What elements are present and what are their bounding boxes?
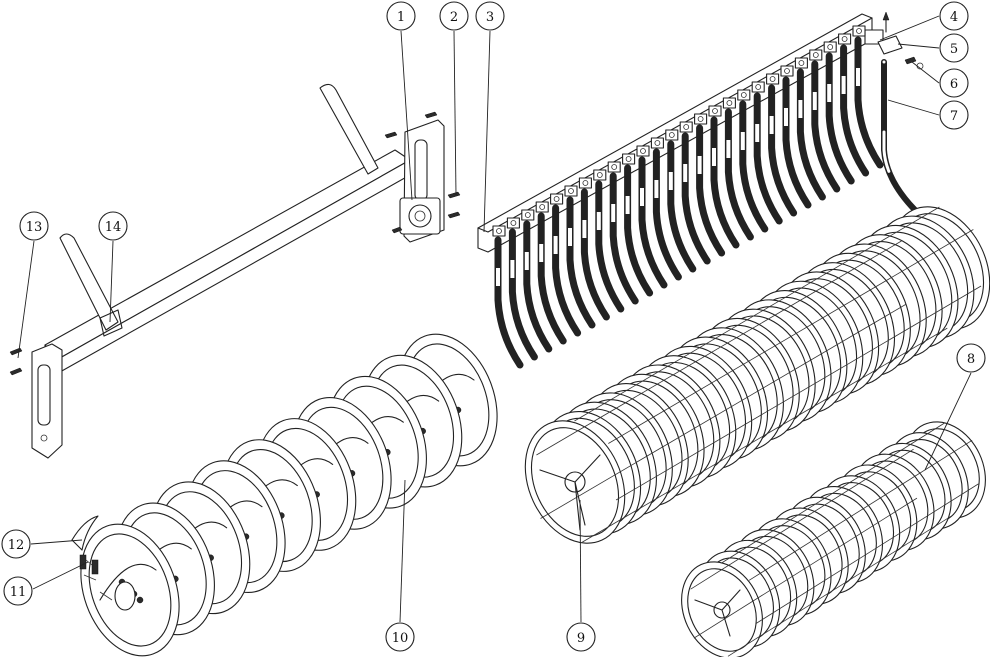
callout-5: 5 bbox=[939, 33, 969, 63]
callout-13: 13 bbox=[19, 211, 49, 241]
callout-label: 12 bbox=[8, 538, 25, 553]
tine bbox=[838, 33, 870, 177]
cage-bar bbox=[536, 240, 902, 456]
tine bbox=[506, 217, 538, 361]
tine bbox=[550, 193, 582, 337]
callout-label: 8 bbox=[967, 352, 975, 367]
tine bbox=[679, 121, 711, 265]
callout-12: 12 bbox=[1, 529, 31, 559]
cage-bar bbox=[608, 229, 974, 444]
single-tine bbox=[877, 11, 924, 213]
callout-label: 4 bbox=[950, 10, 958, 25]
tine bbox=[564, 185, 596, 329]
cage-bar bbox=[615, 285, 982, 501]
tine bbox=[722, 97, 754, 241]
cage-bar bbox=[755, 483, 979, 625]
cage-bar bbox=[727, 515, 952, 657]
callout-6: 6 bbox=[939, 68, 969, 98]
tine bbox=[578, 177, 610, 321]
tine bbox=[708, 105, 740, 249]
cage-bar bbox=[540, 304, 906, 519]
tine bbox=[751, 81, 783, 225]
left-end-plate bbox=[9, 343, 63, 459]
callout-label: 3 bbox=[486, 10, 494, 25]
tine bbox=[766, 73, 798, 217]
tine bbox=[521, 209, 553, 353]
frame-beam bbox=[44, 83, 411, 373]
tine bbox=[794, 57, 826, 201]
callout-1: 1 bbox=[386, 1, 416, 31]
tine bbox=[622, 153, 654, 297]
callout-label: 2 bbox=[450, 10, 458, 25]
tine bbox=[636, 145, 668, 289]
callout-label: 9 bbox=[577, 631, 585, 646]
cage-bar bbox=[690, 448, 914, 590]
tine bbox=[823, 41, 855, 185]
callout-label: 10 bbox=[392, 631, 409, 646]
tine bbox=[650, 137, 682, 281]
tine bbox=[780, 65, 812, 209]
roller-hub bbox=[539, 454, 601, 531]
tine bbox=[535, 201, 567, 345]
cage-bar bbox=[582, 327, 948, 543]
spiral-roller bbox=[80, 333, 498, 657]
callout-label: 13 bbox=[26, 220, 43, 235]
cage-roller-large bbox=[524, 206, 990, 544]
roller-hub bbox=[114, 581, 136, 611]
cage-bar bbox=[721, 422, 945, 564]
callout-8: 8 bbox=[956, 343, 986, 373]
callout-label: 7 bbox=[950, 109, 958, 124]
tine bbox=[607, 161, 639, 305]
leader-lines bbox=[17, 15, 972, 623]
callout-7: 7 bbox=[939, 100, 969, 130]
callout-label: 11 bbox=[10, 585, 27, 600]
callout-3: 3 bbox=[475, 1, 505, 31]
callout-2: 2 bbox=[439, 1, 469, 31]
callout-label: 6 bbox=[950, 77, 958, 92]
tine-set bbox=[492, 25, 884, 369]
cage-roller-small bbox=[681, 421, 986, 657]
cage-bar bbox=[748, 439, 973, 581]
callout-label: 14 bbox=[105, 220, 122, 235]
tine bbox=[593, 169, 625, 313]
roller-hardware bbox=[71, 515, 113, 601]
tine bbox=[694, 113, 726, 257]
tine bbox=[492, 225, 524, 369]
callout-4: 4 bbox=[939, 1, 969, 31]
tine bbox=[852, 25, 884, 169]
tine bbox=[737, 89, 769, 233]
callout-label: 1 bbox=[397, 10, 405, 25]
callout-label: 5 bbox=[950, 42, 958, 57]
cage-bar bbox=[574, 206, 940, 422]
right-bracket-assembly bbox=[384, 111, 461, 243]
callout-9: 9 bbox=[566, 622, 596, 652]
tine bbox=[809, 49, 841, 193]
callout-10: 10 bbox=[385, 622, 415, 652]
callout-11: 11 bbox=[3, 576, 33, 606]
cage-bar bbox=[693, 497, 918, 639]
tine bbox=[665, 129, 697, 273]
roller-hub bbox=[694, 589, 741, 637]
callout-14: 14 bbox=[98, 211, 128, 241]
